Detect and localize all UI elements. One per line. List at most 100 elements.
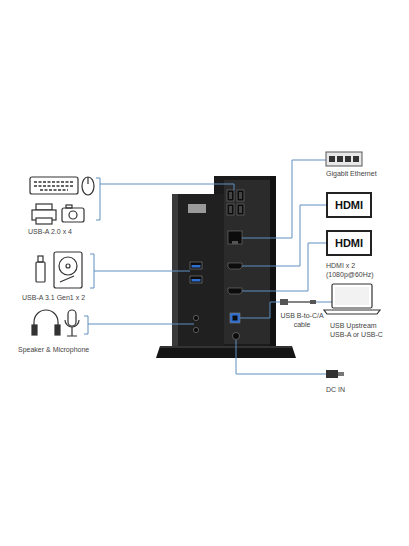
back-ports xyxy=(237,190,244,201)
front-dock xyxy=(188,204,206,213)
keyboard-icon xyxy=(30,177,78,194)
laptop-icon xyxy=(332,284,372,308)
leader-lines xyxy=(90,254,94,288)
ethernet-icon xyxy=(326,152,362,166)
headphones-icon xyxy=(32,310,60,335)
leader-lines xyxy=(96,178,100,220)
front-dock xyxy=(172,194,224,346)
dc-plug-icon xyxy=(326,370,338,378)
leader-lines xyxy=(236,340,326,374)
ethernet-icon xyxy=(345,156,351,162)
back-ports xyxy=(227,190,234,201)
microphone-icon xyxy=(68,310,76,326)
hard-disk-icon xyxy=(66,264,70,268)
leader-lines xyxy=(242,205,326,266)
mouse-icon xyxy=(87,177,88,184)
microphone-icon xyxy=(67,327,77,336)
back-ports xyxy=(239,206,242,213)
laptop-icon xyxy=(324,310,380,314)
dock-stand xyxy=(156,346,296,358)
leader-lines xyxy=(84,316,88,334)
ethernet-icon xyxy=(337,156,343,162)
hard-disk-icon xyxy=(54,252,82,288)
back-ports xyxy=(228,288,242,294)
camera-icon xyxy=(62,205,84,222)
camera-icon xyxy=(69,211,77,219)
microphone-icon xyxy=(65,320,79,327)
hard-disk-icon xyxy=(59,257,77,275)
leader-lines xyxy=(100,184,234,190)
port-caption: USB B-to-C/A cable xyxy=(278,312,326,330)
back-dock xyxy=(270,176,276,348)
leader-lines xyxy=(84,160,332,374)
front-dock xyxy=(172,194,178,346)
cable-icon xyxy=(280,299,288,305)
back-ports xyxy=(232,241,238,244)
back-dock xyxy=(224,180,272,344)
hard-disk-icon xyxy=(54,252,82,288)
back-ports xyxy=(233,333,240,340)
mouse-icon xyxy=(82,177,94,195)
headphones-icon xyxy=(55,325,60,335)
laptop-icon xyxy=(335,287,369,305)
back-ports xyxy=(229,206,232,213)
port-caption: USB-A 3.1 Gen1 x 2 xyxy=(22,294,102,303)
back-ports xyxy=(233,316,238,321)
front-dock xyxy=(190,262,202,269)
back-ports xyxy=(227,190,244,340)
port-label: HDMI xyxy=(335,237,363,249)
back-ports xyxy=(228,263,242,269)
printer-icon xyxy=(32,204,56,224)
front-dock xyxy=(192,265,201,268)
ethernet-icon xyxy=(326,152,362,166)
port-caption: Gigabit Ethernet xyxy=(326,170,398,179)
leader-lines xyxy=(94,271,190,272)
leader-lines xyxy=(242,160,326,238)
usb-stick-icon xyxy=(38,256,43,262)
ethernet-icon xyxy=(353,156,359,162)
microphone-icon xyxy=(65,310,79,336)
front-dock xyxy=(192,279,201,282)
front-dock xyxy=(193,327,198,332)
cable-icon xyxy=(310,300,316,304)
dc-plug-icon xyxy=(326,370,344,378)
back-ports xyxy=(229,192,232,199)
keyboard-icon xyxy=(34,182,74,190)
cable-icon xyxy=(288,301,310,302)
back-ports xyxy=(228,231,242,244)
back-ports xyxy=(239,192,242,199)
port-icon: HDMI xyxy=(326,192,372,218)
usb-stick-icon xyxy=(36,256,45,282)
headphones-icon xyxy=(32,325,37,335)
usb-stick-icon xyxy=(36,262,45,282)
cable-icon xyxy=(280,299,316,305)
back-ports xyxy=(237,204,244,215)
ethernet-icon xyxy=(329,156,335,162)
leader-lines xyxy=(242,243,326,291)
port-icon: HDMI xyxy=(326,230,372,256)
dock-stand xyxy=(156,346,296,358)
dock-stand xyxy=(160,346,292,348)
back-ports xyxy=(230,313,240,323)
port-caption: USB-A 2.0 x 4 xyxy=(28,228,98,237)
leader-lines xyxy=(240,302,280,318)
port-caption: Speaker & Microphone xyxy=(18,346,103,355)
printer-icon xyxy=(36,218,52,224)
keyboard-icon xyxy=(30,177,78,194)
camera-icon xyxy=(62,208,84,222)
front-dock xyxy=(193,315,198,320)
leader-lines xyxy=(316,302,332,303)
back-ports xyxy=(227,204,234,215)
port-label: HDMI xyxy=(335,199,363,211)
front-dock xyxy=(190,276,202,283)
front-dock xyxy=(172,194,224,346)
hard-disk-icon xyxy=(60,276,74,282)
port-caption: USB Upstream USB-A or USB-C xyxy=(330,322,390,340)
dc-plug-icon xyxy=(338,372,344,376)
mouse-icon xyxy=(82,177,94,195)
printer-icon xyxy=(36,204,52,210)
port-caption: DC IN xyxy=(326,386,366,395)
leader-lines xyxy=(88,324,194,325)
port-caption: HDMI x 2 (1080p@60Hz) xyxy=(326,262,382,280)
